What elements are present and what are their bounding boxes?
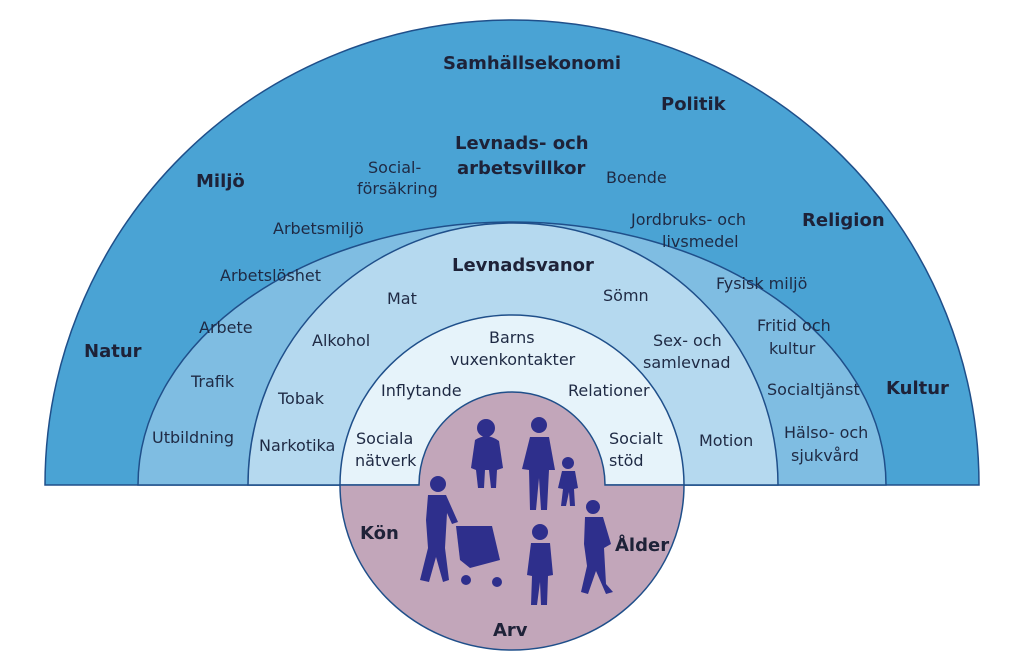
label-socialt: Socialt <box>609 429 663 448</box>
label-samlevnad: samlevnad <box>643 353 731 372</box>
label-arbete: Arbete <box>199 318 253 337</box>
label-relationer: Relationer <box>568 381 650 400</box>
silhouette-man <box>471 419 503 488</box>
label-somn: Sömn <box>603 286 649 305</box>
label-kon: Kön <box>360 523 399 544</box>
label-alder: Ålder <box>615 533 669 556</box>
silhouette-stroller <box>456 526 502 587</box>
label-stod: stöd <box>609 451 644 470</box>
label-jordbruks: Jordbruks- och <box>630 210 746 229</box>
label-motion: Motion <box>699 431 753 450</box>
label-narkotika: Narkotika <box>259 436 335 455</box>
label-levnadsvanor: Levnadsvanor <box>452 255 594 276</box>
label-inflytande: Inflytande <box>381 381 462 400</box>
label-trafik: Trafik <box>190 372 235 391</box>
silhouette-girl <box>527 524 553 605</box>
label-samhallsekonomi: Samhällsekonomi <box>443 53 621 74</box>
label-natur: Natur <box>84 341 142 362</box>
label-alkohol: Alkohol <box>312 331 370 350</box>
label-socialtjanst: Socialtjänst <box>767 380 860 399</box>
label-utbildning: Utbildning <box>152 428 234 447</box>
silhouette-stroller-man <box>420 476 458 582</box>
label-barns: Barns <box>489 328 535 347</box>
label-arbetsmiljo: Arbetsmiljö <box>273 219 364 238</box>
label-livsmedel: livsmedel <box>662 232 739 251</box>
silhouette-woman <box>522 417 555 510</box>
label-religion: Religion <box>802 210 885 231</box>
label-forsakring: försäkring <box>357 179 438 198</box>
label-arbetsloshet: Arbetslöshet <box>220 266 321 285</box>
label-miljo: Miljö <box>196 171 245 192</box>
label-mat: Mat <box>387 289 417 308</box>
label-fritid: Fritid och <box>757 316 831 335</box>
label-levnads-och: Levnads- och <box>455 133 589 154</box>
label-tobak: Tobak <box>277 389 325 408</box>
silhouette-child <box>558 457 578 506</box>
label-fysisk-miljo: Fysisk miljö <box>716 274 807 293</box>
label-boende: Boende <box>606 168 667 187</box>
label-vuxenkontakter: vuxenkontakter <box>450 350 576 369</box>
label-kultur-small: kultur <box>769 339 816 358</box>
label-arv: Arv <box>493 620 528 641</box>
label-kultur: Kultur <box>886 378 949 399</box>
individual-core <box>339 391 685 651</box>
label-politik: Politik <box>661 94 727 115</box>
label-sjukvard: sjukvård <box>791 446 859 465</box>
label-social: Social- <box>368 158 421 177</box>
people-silhouettes <box>420 417 613 605</box>
label-natverk: nätverk <box>355 451 417 470</box>
label-sex-och: Sex- och <box>653 331 722 350</box>
label-halso: Hälso- och <box>784 423 868 442</box>
label-sociala: Sociala <box>356 429 413 448</box>
label-arbetsvillkor: arbetsvillkor <box>457 158 586 179</box>
silhouette-boy <box>581 500 613 594</box>
